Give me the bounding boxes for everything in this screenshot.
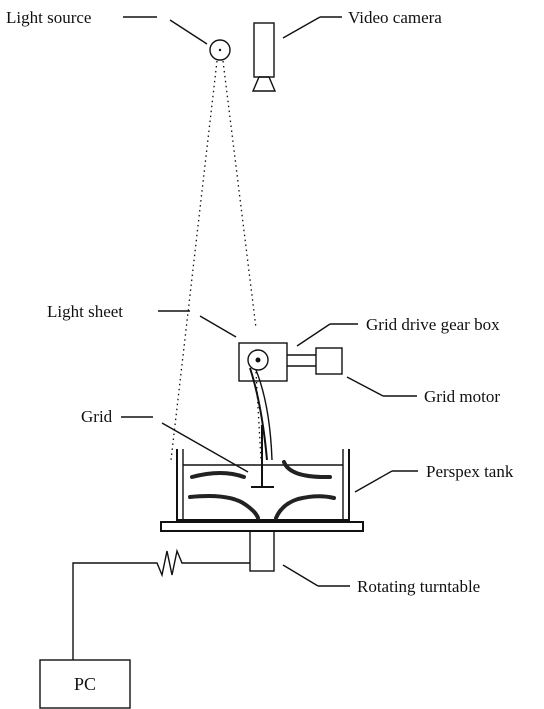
flow-curve-upper-right — [282, 460, 332, 480]
light-sheet-lower-edge — [255, 371, 262, 461]
rotating-turntable-label: Rotating turntable — [357, 577, 480, 596]
perspex-tank-leader-diagonal — [354, 470, 393, 493]
turntable-plate — [160, 521, 364, 532]
rotating-turntable-leader-diagonal — [282, 564, 319, 587]
flow-curve-lower-left — [188, 494, 260, 520]
light-source-lamp — [209, 39, 231, 61]
light-cone-left-edge — [170, 60, 218, 461]
light-source-label: Light source — [6, 8, 91, 27]
light-source-center — [218, 48, 222, 52]
light-source-leader-diagonal — [169, 19, 208, 45]
pc-label: PC — [74, 674, 96, 694]
video-camera-body — [253, 22, 275, 78]
gear-box-leader-diagonal — [296, 323, 331, 347]
pc-box — [39, 659, 131, 709]
video-camera-leader-diagonal — [282, 16, 321, 39]
light-sheet-label: Light sheet — [47, 302, 123, 321]
grid-leader-diagonal — [161, 422, 249, 473]
control-cable — [72, 548, 250, 660]
grid-motor-label: Grid motor — [424, 387, 500, 406]
video-camera-lens — [251, 76, 277, 92]
perspex-tank-label: Perspex tank — [426, 462, 514, 481]
grid-label: Grid — [81, 407, 113, 426]
grid-drive-gear-box — [238, 342, 288, 382]
gear-box-wheel — [247, 349, 269, 371]
grid-drive-belt-inner — [255, 369, 273, 461]
light-sheet-leader-diagonal — [199, 315, 237, 338]
rotating-turntable — [249, 530, 275, 572]
grid-motor-leader-diagonal — [346, 376, 384, 397]
grid-drive-belt-outer — [249, 367, 268, 461]
flow-curve-upper-left — [190, 471, 246, 479]
light-cone-right-edge — [222, 60, 257, 329]
gear-box-axle — [255, 357, 261, 363]
grid-drive-gear-box-label: Grid drive gear box — [366, 315, 500, 334]
grid-motor — [315, 347, 343, 375]
video-camera-label: Video camera — [348, 8, 442, 27]
perspex-tank-outer — [176, 449, 350, 521]
flow-curve-lower-right — [274, 494, 336, 520]
